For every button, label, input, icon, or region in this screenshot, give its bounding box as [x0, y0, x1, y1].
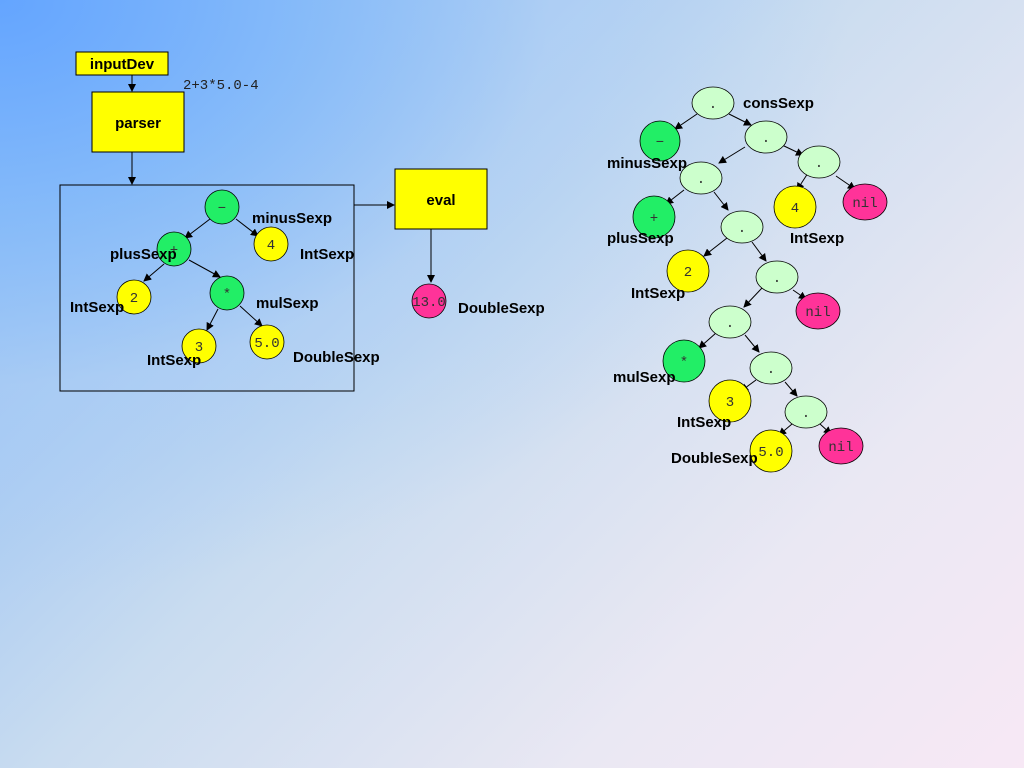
ast-three-value: 3 [195, 340, 203, 356]
ast-four-node [253, 226, 289, 262]
cons-edge-9 [703, 237, 728, 257]
cons-nil-label: nil [805, 305, 830, 321]
ast-four-value: 4 [267, 238, 275, 254]
ast-four-type: IntSexp [300, 246, 354, 263]
cons-dot-node [720, 210, 764, 244]
cons-nil-label: nil [852, 196, 877, 212]
ast-mul-type: mulSexp [256, 295, 319, 312]
ast-plus-node [156, 231, 192, 267]
ast-edge-minus-plus [184, 218, 211, 239]
cons-four-value: 4 [791, 201, 799, 217]
cons-dot-node [797, 145, 841, 179]
ast-two-value: 2 [130, 291, 138, 307]
cons-dot-node [755, 260, 799, 294]
cons-two-value: 2 [684, 265, 692, 281]
cons-edge-4 [781, 144, 804, 156]
cons-dot-node [691, 86, 735, 120]
ast-edge-minus-four [235, 218, 259, 237]
cons-three-value: 3 [726, 395, 734, 411]
ast-edge-plus-mul [188, 259, 221, 278]
cons-nil-node [818, 427, 864, 465]
cons-mul-node [662, 339, 706, 383]
ast-minus-type: minusSexp [252, 210, 332, 227]
ast-edge-plus-two [143, 263, 165, 282]
cons-nil-label: nil [828, 440, 853, 456]
eval-box [394, 168, 488, 230]
cons-dot-symbol: . [767, 362, 775, 378]
ast-frame [59, 184, 355, 392]
cons-edge-11 [743, 287, 763, 308]
parser-label: parser [115, 115, 161, 132]
result-type-label: DoubleSexp [458, 300, 545, 317]
cons-plus-node [632, 195, 676, 239]
cons-three-type: IntSexp [677, 414, 731, 431]
ast-five-node [249, 324, 285, 360]
cons-dot-node [784, 395, 828, 429]
cons-mul-type: mulSexp [613, 369, 676, 386]
cons-minus-node [639, 120, 681, 162]
cons-edge-13 [698, 332, 717, 349]
cons-four-type: IntSexp [790, 230, 844, 247]
cons-nil-node [842, 183, 888, 221]
cons-dot-symbol: . [726, 316, 734, 332]
cons-edge-2 [728, 113, 752, 126]
cons-edge-8 [713, 191, 729, 211]
ast-plus-symbol: + [170, 243, 178, 259]
input-device-box [75, 51, 169, 76]
cons-minus-symbol: − [656, 135, 664, 151]
ast-mul-node [209, 275, 245, 311]
result-node [411, 283, 447, 319]
cons-five-type: DoubleSexp [671, 450, 758, 467]
eval-label: eval [426, 192, 455, 209]
result-value: 13.0 [412, 295, 446, 311]
ast-five-value: 5.0 [254, 336, 279, 352]
ast-edge-mul-three [206, 308, 219, 331]
cons-five-value: 5.0 [758, 445, 783, 461]
cons-dot-symbol: . [697, 172, 705, 188]
parser-box [91, 91, 185, 153]
ast-three-type: IntSexp [147, 352, 201, 369]
cons-edge-14 [744, 334, 760, 353]
ast-minus-symbol: − [218, 201, 226, 217]
cons-dot-node [708, 305, 752, 339]
ast-five-type: DoubleSexp [293, 349, 380, 366]
cons-edge-16 [784, 381, 798, 397]
ast-two-node [116, 279, 152, 315]
input-device-label: inputDev [90, 56, 155, 73]
cons-edge-3 [718, 146, 746, 164]
cons-dot-node [679, 161, 723, 195]
cons-dot-symbol: . [762, 131, 770, 147]
cons-plus-symbol: + [650, 211, 658, 227]
input-expression: 2+3*5.0-4 [183, 78, 259, 94]
cons-dot-node [744, 120, 788, 154]
cons-dot-symbol: . [709, 97, 717, 113]
cons-three-node [708, 379, 752, 423]
cons-dot-node [749, 351, 793, 385]
cons-edge-7 [665, 189, 685, 205]
cons-two-type: IntSexp [631, 285, 685, 302]
cons-dot-symbol: . [815, 156, 823, 172]
ast-minus-node [204, 189, 240, 225]
cons-dot-symbol: . [773, 271, 781, 287]
cons-dot-symbol: . [802, 406, 810, 422]
cons-two-node [666, 249, 710, 293]
cons-four-node [773, 185, 817, 229]
cons-edge-10 [751, 241, 767, 262]
cons-edge-6 [835, 175, 856, 190]
cons-five-node [749, 429, 793, 473]
ast-mul-symbol: * [223, 287, 231, 303]
cons-minus-type: minusSexp [607, 155, 687, 172]
cons-mul-symbol: * [680, 355, 688, 371]
ast-edge-mul-five [239, 305, 263, 327]
cons-edge-1 [674, 113, 698, 130]
cons-dot-symbol: . [738, 221, 746, 237]
ast-plus-type: plusSexp [110, 246, 177, 263]
ast-three-node [181, 328, 217, 364]
cons-plus-type: plusSexp [607, 230, 674, 247]
cons-nil-node [795, 292, 841, 330]
ast-two-type: IntSexp [70, 299, 124, 316]
cons-type-label: consSexp [743, 95, 814, 112]
